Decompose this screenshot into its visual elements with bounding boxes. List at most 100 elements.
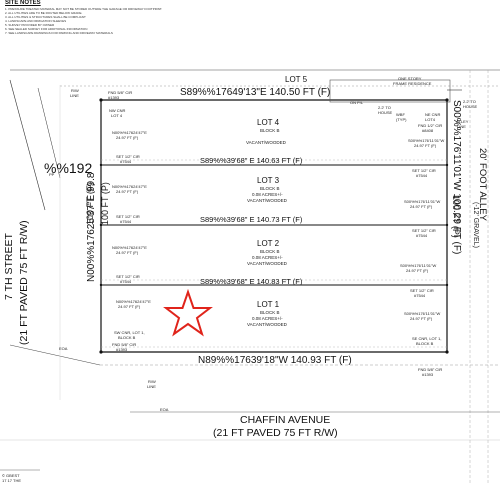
tie-e4: S00%%176'11'01"W bbox=[404, 311, 441, 316]
tie-w4d: 24.97 FT (F) bbox=[118, 304, 141, 309]
south-street-detail: (21 FT PAVED 75 FT R/W) bbox=[213, 427, 338, 439]
se-cnr: SE CNR, LOT 1, bbox=[412, 336, 442, 341]
lot2-block: BLOCK B bbox=[260, 249, 280, 254]
tie-e1d: 24.97 FT (F) bbox=[414, 143, 437, 148]
west-street-name: 7 TH STREET bbox=[3, 233, 15, 300]
tie-e3d: 24.97 FT (F) bbox=[406, 268, 429, 273]
set-e3: SET 1/2" CIR bbox=[410, 288, 434, 293]
tie-e1: S00%%176'11'01"W bbox=[408, 138, 445, 143]
fnd-bot-r-num: #1393 bbox=[422, 372, 434, 377]
fnd-half-num: #8408 bbox=[422, 128, 434, 133]
set-half-2n: #7544 bbox=[120, 219, 132, 224]
set-e2: SET 1/2" CIR bbox=[412, 228, 436, 233]
bearing-lot4-3: S89%%39'68" E 140.63 FT (F) bbox=[200, 156, 303, 165]
lot5-label: LOT 5 bbox=[285, 75, 308, 84]
tie-w1: N00%%17624'47"E bbox=[112, 130, 147, 135]
bearing-west-dist2: 100 FT (P) bbox=[100, 182, 110, 225]
tie-e3: S00%%176'11'01"W bbox=[400, 263, 437, 268]
tie-w3d: 24.97 FT (F) bbox=[116, 250, 139, 255]
site-note-line: 4. LANDSCAPE AND IRRIGATION SLEEVES bbox=[5, 19, 67, 23]
corner-marker-sw bbox=[99, 350, 103, 354]
bearing-east-dist: 100 FT (P) bbox=[451, 195, 461, 238]
frame-residence bbox=[329, 79, 451, 103]
corner-marker-se bbox=[445, 350, 449, 354]
lot4-label: LOT 4 bbox=[257, 118, 280, 127]
corner-marker-e1 bbox=[445, 163, 449, 167]
fnd-bot-r: FND 5/8" CIR bbox=[418, 367, 443, 372]
fnd-top-num: #1393 bbox=[108, 95, 120, 100]
set-half-3: SET 1/2" CIR bbox=[116, 274, 140, 279]
bearing-lot3-2: S89%%39'68" E 140.73 FT (F) bbox=[200, 215, 303, 224]
to-house-r2: HOUSE bbox=[463, 104, 478, 109]
alley-detail: (-12' GRAVEL) bbox=[472, 202, 479, 248]
lot2-acres: 0.08 ACRES+/- bbox=[252, 255, 283, 260]
rw-line-top2: LINE bbox=[70, 93, 79, 98]
ne-cnr-lot: LOT4 bbox=[425, 117, 436, 122]
rw-line-bot2: LINE bbox=[147, 384, 156, 389]
set-e1: SET 1/2" CIR bbox=[412, 168, 436, 173]
bearing-lot2-1: S89%%39'68" E 140.83 FT (F) bbox=[200, 277, 303, 286]
bearing-bottom: N89%%17639'18"W 140.93 FT (F) bbox=[198, 355, 352, 366]
tie-e4d: 24.97 FT (F) bbox=[410, 316, 433, 321]
fnd-top: FND 5/8" CIR bbox=[108, 90, 133, 95]
west-street-detail: (21 FT PAVED 75 FT R/W) bbox=[18, 220, 30, 345]
site-note-line: 3. ALL UTILITIES & STRUCTURES SHALL BE C… bbox=[5, 15, 86, 19]
tie-w1d: 24.97 FT (F) bbox=[116, 135, 139, 140]
alley-line-label2: LINE bbox=[457, 124, 466, 129]
site-notes-title: SITE NOTES bbox=[5, 0, 41, 6]
rw-line-bot: R/W bbox=[148, 379, 156, 384]
lot1-block: BLOCK B bbox=[260, 310, 280, 315]
to-house: 2.2' TO bbox=[378, 105, 391, 110]
ne-cnr: NE CNR bbox=[425, 112, 441, 117]
lot1-status: VACANT/WOODED bbox=[247, 322, 287, 327]
alley-line-label: ALLEY bbox=[456, 119, 469, 124]
tie-e2: S00%%176'11'01"W bbox=[404, 199, 441, 204]
one-story: ONE STORY bbox=[398, 76, 422, 81]
set-half-2: SET 1/2" CIR bbox=[116, 214, 140, 219]
typ: (TYP) bbox=[396, 117, 407, 122]
set-e1n: #7544 bbox=[416, 173, 428, 178]
tie-w2d: 24.97 FT (F) bbox=[116, 189, 139, 194]
west-rw-leader-2 bbox=[37, 87, 61, 179]
nw-cnr-lot: LOT 4 bbox=[111, 113, 123, 118]
wbf: WBF bbox=[396, 112, 405, 117]
on-pl: ON P/L bbox=[350, 100, 364, 105]
tie-w3: N00%%17624'47"E bbox=[112, 245, 147, 250]
set-half-3n: #7544 bbox=[120, 279, 132, 284]
corner-marker-e2 bbox=[445, 223, 449, 227]
set-half-1: SET 1/2" CIR bbox=[116, 154, 140, 159]
sw-cnr-b: BLOCK B bbox=[118, 335, 136, 340]
tie-e2d: 24.97 FT (F) bbox=[410, 204, 433, 209]
fnd-half: FND 1/2" CIR bbox=[418, 123, 443, 128]
lot1-acres: 0.08 ACRES+/- bbox=[252, 316, 283, 321]
bearing-top: S89%%17649'13"E 140.50 FT (F) bbox=[180, 87, 331, 98]
fnd-bot-num: #1393 bbox=[116, 347, 128, 352]
set-e2n: #7544 bbox=[416, 233, 428, 238]
star-icon bbox=[163, 288, 213, 337]
footer-ref: © GBEST bbox=[2, 473, 20, 478]
to-house2: HOUSE bbox=[378, 110, 393, 115]
south-street-name: CHAFFIN AVENUE bbox=[240, 414, 331, 426]
eoa-left-line bbox=[9, 344, 101, 366]
nw-cnr: NW CNR bbox=[109, 108, 126, 113]
lot3-acres: 0.08 ACRES+/- bbox=[252, 192, 283, 197]
corner-marker-w2 bbox=[99, 223, 103, 227]
pp-label: PP bbox=[49, 172, 55, 177]
corner-marker-nw bbox=[99, 98, 103, 102]
eoa-bottom: EOA bbox=[160, 407, 169, 412]
set-half-1n: #7544 bbox=[120, 159, 132, 164]
lot4-block: BLOCK B bbox=[260, 128, 280, 133]
to-house-r: 2.2' TO bbox=[463, 99, 476, 104]
bearing-west-dist1: 100 FT (F) bbox=[85, 182, 95, 225]
eoa-left: EOA bbox=[59, 346, 68, 351]
lot4-status: VACANT/WOODED bbox=[246, 140, 286, 145]
lot3-status: VACANT/WOODED bbox=[247, 198, 287, 203]
site-notes: SITE NOTES 1. PRESSURE TREATED MATERIAL … bbox=[5, 0, 305, 35]
lot3-label: LOT 3 bbox=[257, 176, 280, 185]
footer-ref2: 17 17 THE bbox=[2, 478, 22, 483]
fraction-label: %%192 bbox=[44, 160, 93, 176]
rw-line-top: R/W bbox=[71, 88, 79, 93]
lot2-status: VACANT/WOODED bbox=[247, 261, 287, 266]
